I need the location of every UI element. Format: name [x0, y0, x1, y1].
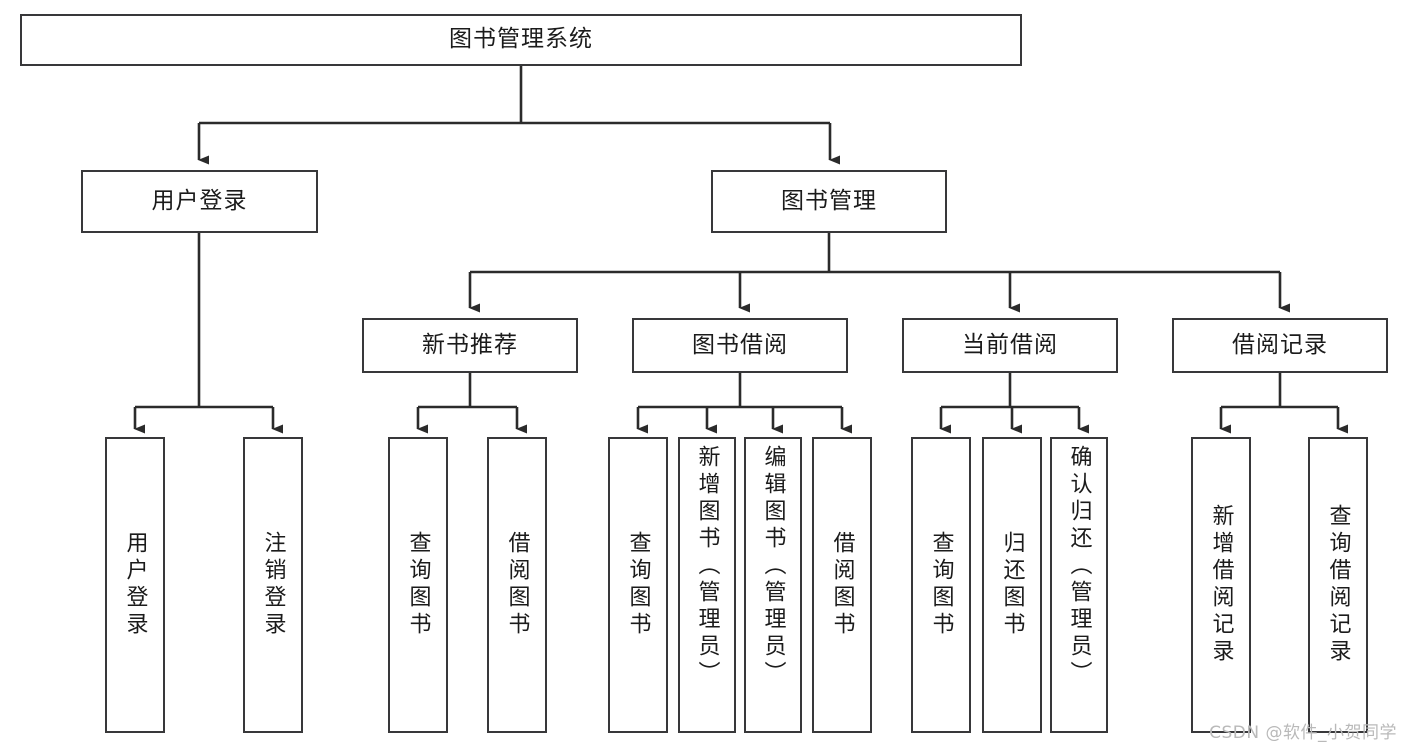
node-current-borrow[interactable]: 当前借阅	[902, 318, 1118, 373]
node-leaf-query-book-1[interactable]: 查询图书	[388, 437, 448, 733]
node-leaf-return-book[interactable]: 归还图书	[982, 437, 1042, 733]
node-leaf-logout-label: 注销登录	[260, 531, 286, 639]
node-user-login-label: 用户登录	[151, 187, 248, 214]
node-book-manage[interactable]: 图书管理	[711, 170, 947, 233]
csdn-watermark: CSDN @软件_小贺同学	[1209, 723, 1397, 743]
node-leaf-query-book-1-label: 查询图书	[405, 531, 431, 639]
node-leaf-borrow-book-2-label: 借阅图书	[829, 531, 855, 639]
node-leaf-add-record-label: 新增借阅记录	[1208, 504, 1234, 666]
node-root-label: 图书管理系统	[449, 26, 593, 53]
node-leaf-add-record[interactable]: 新增借阅记录	[1191, 437, 1251, 733]
node-book-borrow-label: 图书借阅	[692, 331, 788, 358]
node-leaf-add-book-label: 新增图书（管理员）	[694, 445, 720, 688]
node-borrow-record[interactable]: 借阅记录	[1172, 318, 1388, 373]
node-leaf-query-record-label: 查询借阅记录	[1325, 504, 1351, 666]
node-leaf-borrow-book-1[interactable]: 借阅图书	[487, 437, 547, 733]
node-leaf-query-book-2-label: 查询图书	[625, 531, 651, 639]
node-root[interactable]: 图书管理系统	[20, 14, 1022, 66]
node-user-login[interactable]: 用户登录	[81, 170, 318, 233]
node-leaf-query-record[interactable]: 查询借阅记录	[1308, 437, 1368, 733]
node-leaf-user-login[interactable]: 用户登录	[105, 437, 165, 733]
node-leaf-add-book[interactable]: 新增图书（管理员）	[678, 437, 736, 733]
node-leaf-query-book-3[interactable]: 查询图书	[911, 437, 971, 733]
node-leaf-borrow-book-1-label: 借阅图书	[504, 531, 530, 639]
node-current-borrow-label: 当前借阅	[962, 331, 1058, 358]
node-new-book-recommend-label: 新书推荐	[422, 331, 518, 358]
node-borrow-record-label: 借阅记录	[1232, 331, 1328, 358]
node-leaf-logout[interactable]: 注销登录	[243, 437, 303, 733]
node-book-manage-label: 图书管理	[781, 187, 877, 214]
node-leaf-borrow-book-2[interactable]: 借阅图书	[812, 437, 872, 733]
node-leaf-return-book-label: 归还图书	[999, 531, 1025, 639]
node-leaf-edit-book-label: 编辑图书（管理员）	[760, 445, 786, 688]
node-leaf-confirm-return-label: 确认归还（管理员）	[1066, 445, 1092, 688]
node-leaf-query-book-3-label: 查询图书	[928, 531, 954, 639]
node-leaf-confirm-return[interactable]: 确认归还（管理员）	[1050, 437, 1108, 733]
node-leaf-query-book-2[interactable]: 查询图书	[608, 437, 668, 733]
node-new-book-recommend[interactable]: 新书推荐	[362, 318, 578, 373]
node-book-borrow[interactable]: 图书借阅	[632, 318, 848, 373]
node-leaf-edit-book[interactable]: 编辑图书（管理员）	[744, 437, 802, 733]
node-leaf-user-login-label: 用户登录	[122, 531, 148, 639]
